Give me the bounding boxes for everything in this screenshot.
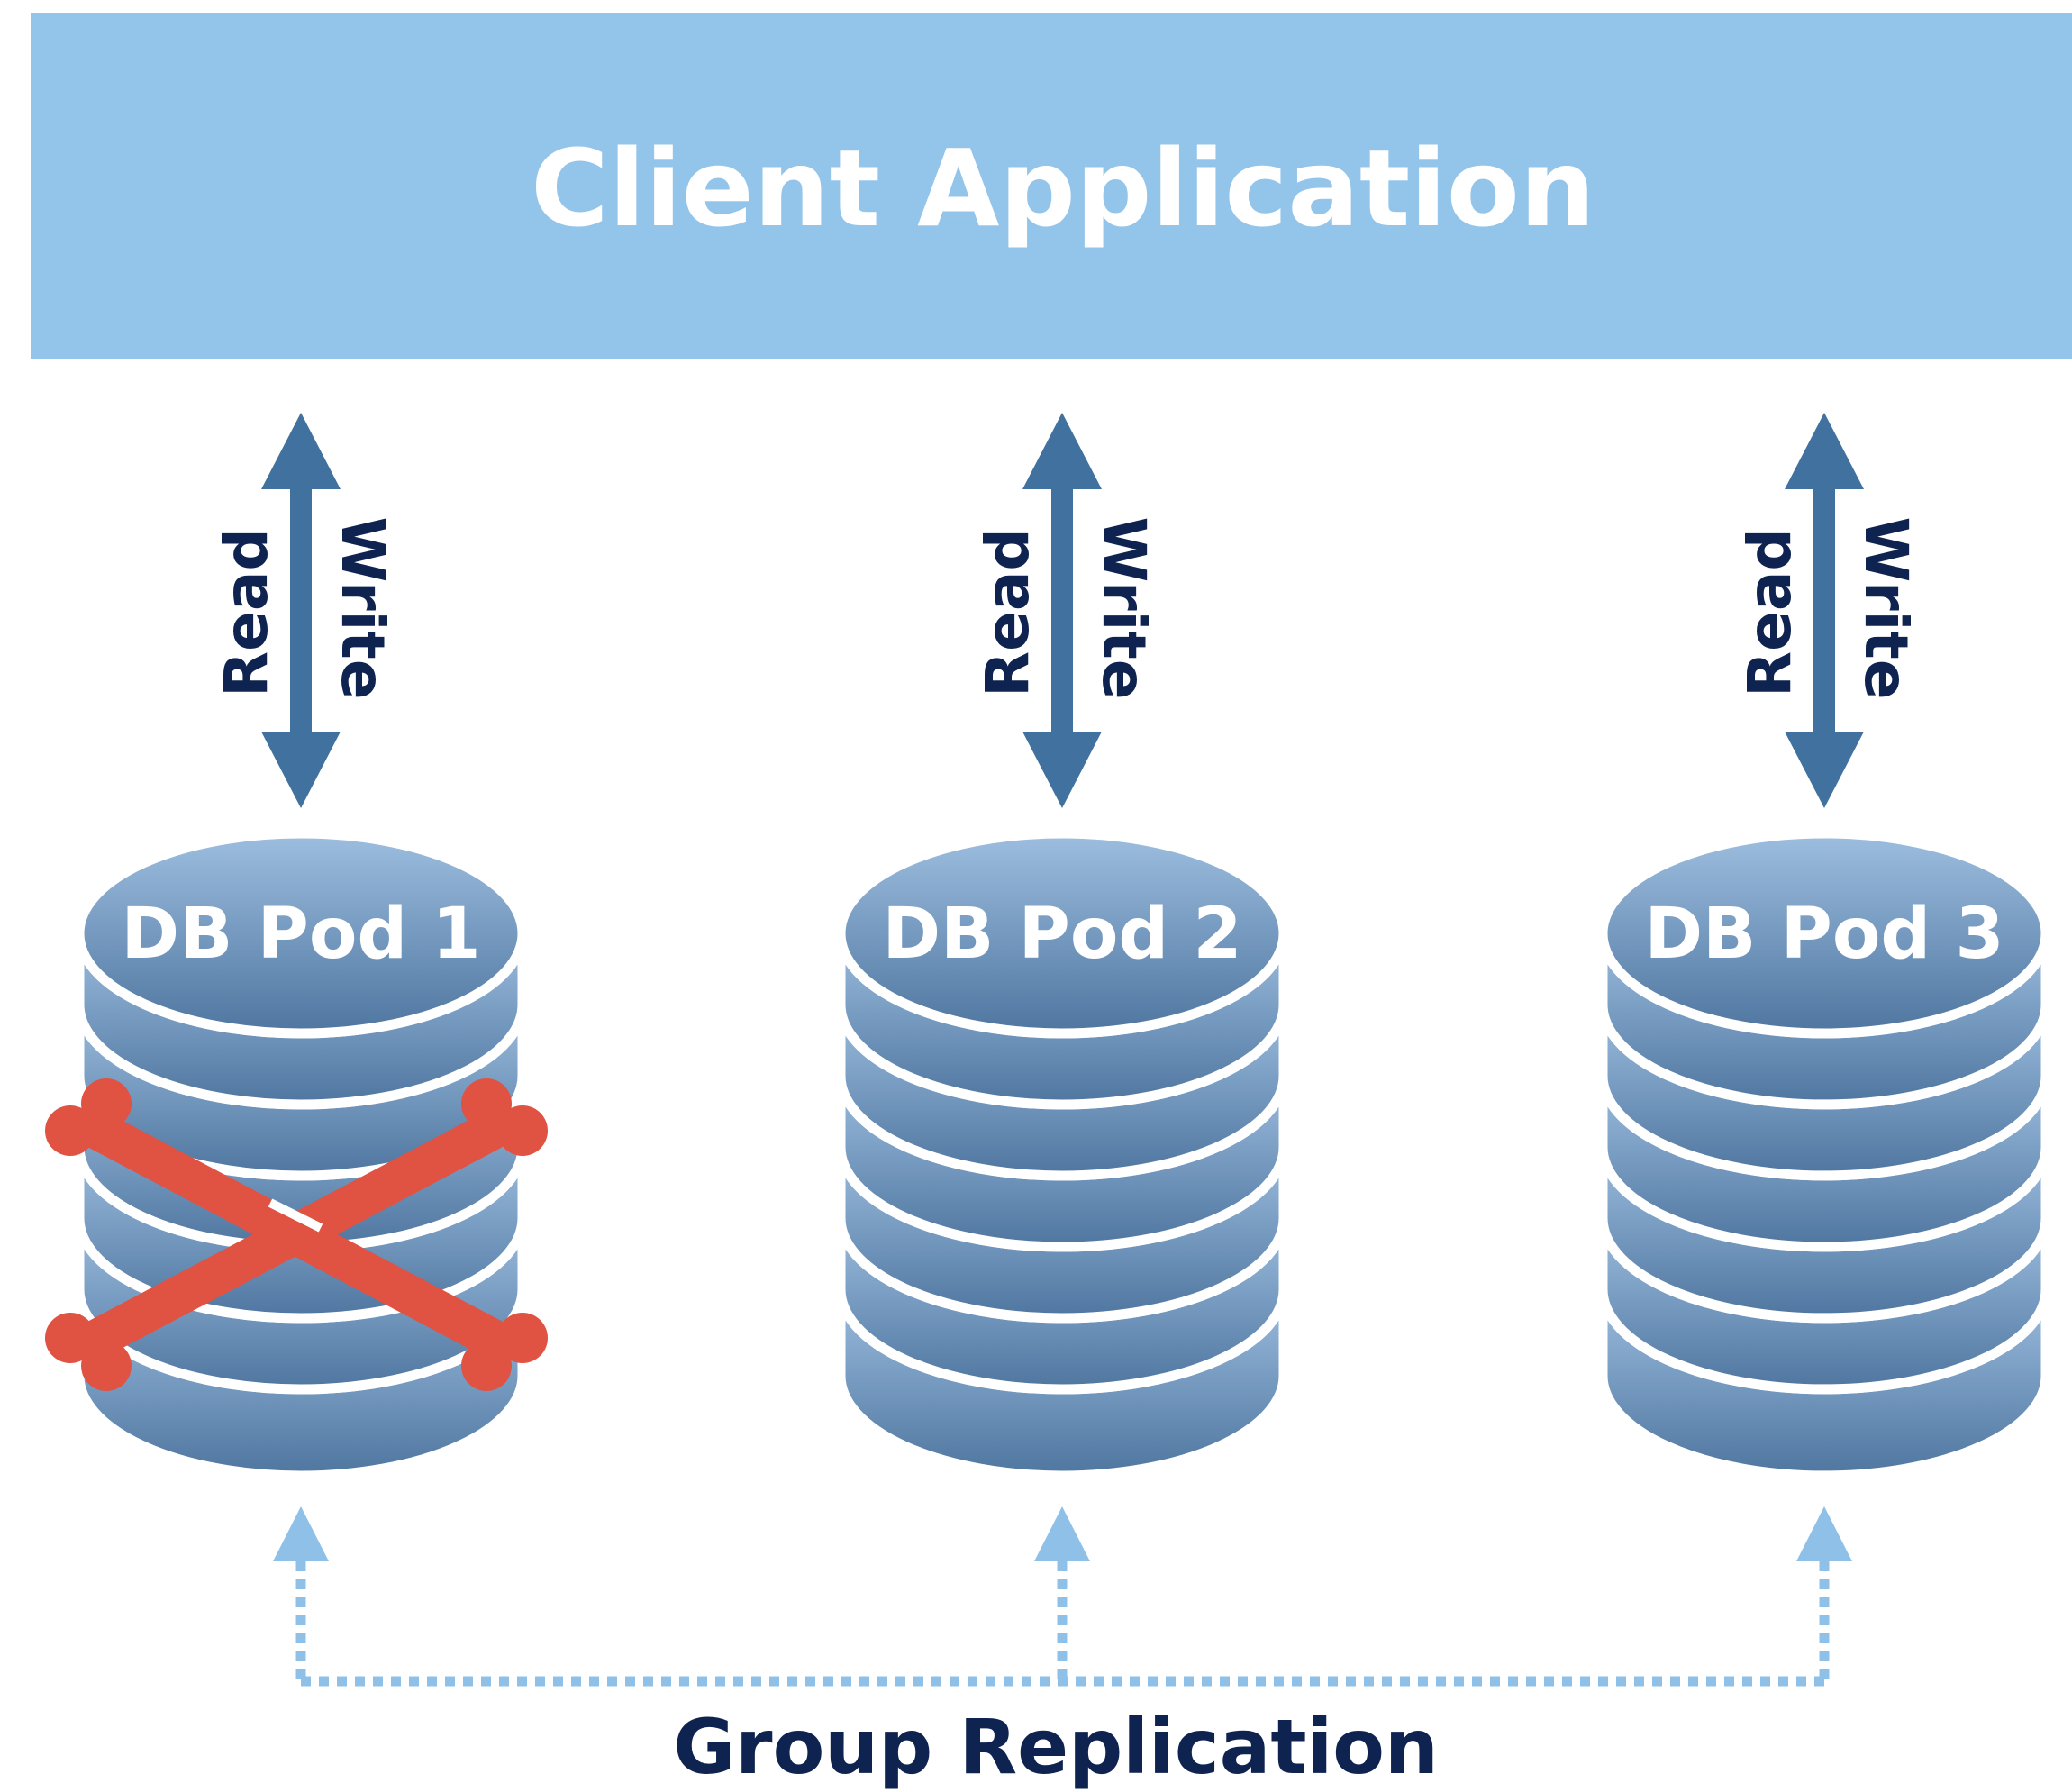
- db-pod-2: Read Write DB Pod 2: [835, 413, 1289, 1481]
- read-write-arrow-2: [1022, 413, 1102, 808]
- read-write-arrow-1: [261, 413, 341, 808]
- double-headed-arrow-icon: [1022, 413, 1102, 808]
- write-label: Write: [328, 516, 397, 699]
- read-label: Read: [212, 528, 281, 696]
- db-pod-label: DB Pod 1: [121, 894, 480, 975]
- read-label: Read: [973, 528, 1042, 696]
- dotted-up-arrow-icon: [1034, 1506, 1090, 1561]
- db-pod-3: Read Write DB Pod 3: [1597, 413, 2051, 1481]
- dotted-up-arrow-icon: [1796, 1506, 1852, 1561]
- banner-background: [31, 13, 2072, 359]
- group-replication-connector: [273, 1506, 1852, 1687]
- read-write-arrow-3: [1785, 413, 1864, 808]
- database-stack-icon: [1597, 828, 2051, 1481]
- database-stack-icon: [74, 828, 528, 1481]
- client-application-banner: Client Application: [31, 13, 2072, 359]
- write-label: Write: [1851, 516, 1921, 699]
- db-pod-1: Read Write DB Pod 1: [45, 413, 548, 1481]
- write-label: Write: [1089, 516, 1159, 699]
- db-pod-label: DB Pod 3: [1644, 894, 2004, 975]
- double-headed-arrow-icon: [261, 413, 341, 808]
- dotted-up-arrow-icon: [273, 1506, 329, 1561]
- group-replication-label: Group Replication: [673, 1703, 1439, 1791]
- crossbones-icon: [45, 1078, 548, 1391]
- database-stack-icon: [835, 828, 1289, 1481]
- db-pod-label: DB Pod 2: [882, 894, 1241, 975]
- double-headed-arrow-icon: [1785, 413, 1864, 808]
- read-label: Read: [1735, 528, 1804, 696]
- client-application-label: Client Application: [531, 126, 1595, 250]
